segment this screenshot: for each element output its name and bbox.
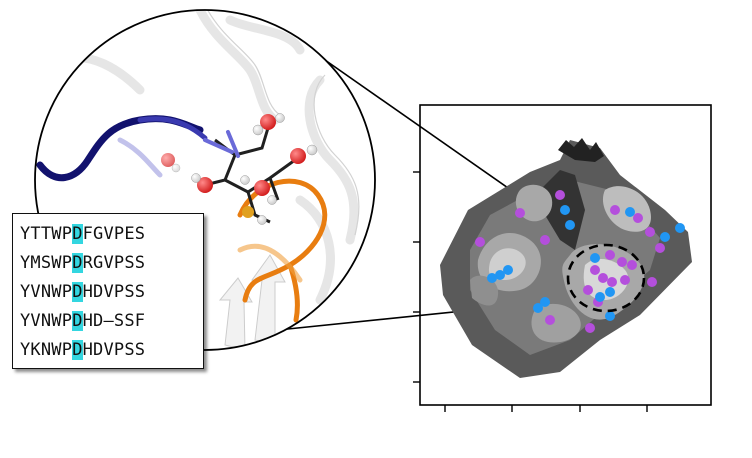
sequence-suffix: HD—SSF [82,311,146,331]
sequence-prefix: YVNWP [20,311,73,331]
highlight-ellipse [566,243,646,313]
protein-ribbon-background [35,10,359,325]
energy-landscape-plot [413,104,712,412]
sequence-row: YKNWPDHDVPSS [20,336,203,365]
blue-points [487,205,685,321]
sequence-prefix: YTTWP [20,224,73,244]
sequence-row: YVNWPDHDVPSS [20,278,203,307]
sequence-row: YTTWPDFGVPES [20,220,203,249]
sequence-prefix: YKNWP [20,340,73,360]
y-axis-ticks [413,171,420,383]
nitrogen-group [203,130,240,158]
conserved-residue-highlight: D [72,311,83,331]
plot-frame [419,104,712,406]
sequence-prefix: YVNWP [20,282,73,302]
sequence-row: YMSWPDRGVPSS [20,249,203,278]
conserved-residue-highlight: D [72,224,83,244]
x-axis-ticks [444,405,648,412]
conserved-residue-highlight: D [72,340,83,360]
magenta-points [475,190,665,333]
hydrogen-atoms [171,113,318,225]
sequence-row: YVNWPDHD—SSF [20,307,203,336]
sequence-suffix: HDVPSS [82,282,146,302]
sequence-suffix: RGVPSS [82,253,146,273]
oxygen-atoms [161,114,306,196]
sulfur-atom [242,206,254,218]
sequence-prefix: YMSWP [20,253,73,273]
sequence-suffix: FGVPES [82,224,146,244]
conserved-residue-highlight: D [72,253,83,273]
conserved-residue-highlight: D [72,282,83,302]
sequence-suffix: HDVPSS [82,340,146,360]
zoom-circle-border [34,9,376,351]
